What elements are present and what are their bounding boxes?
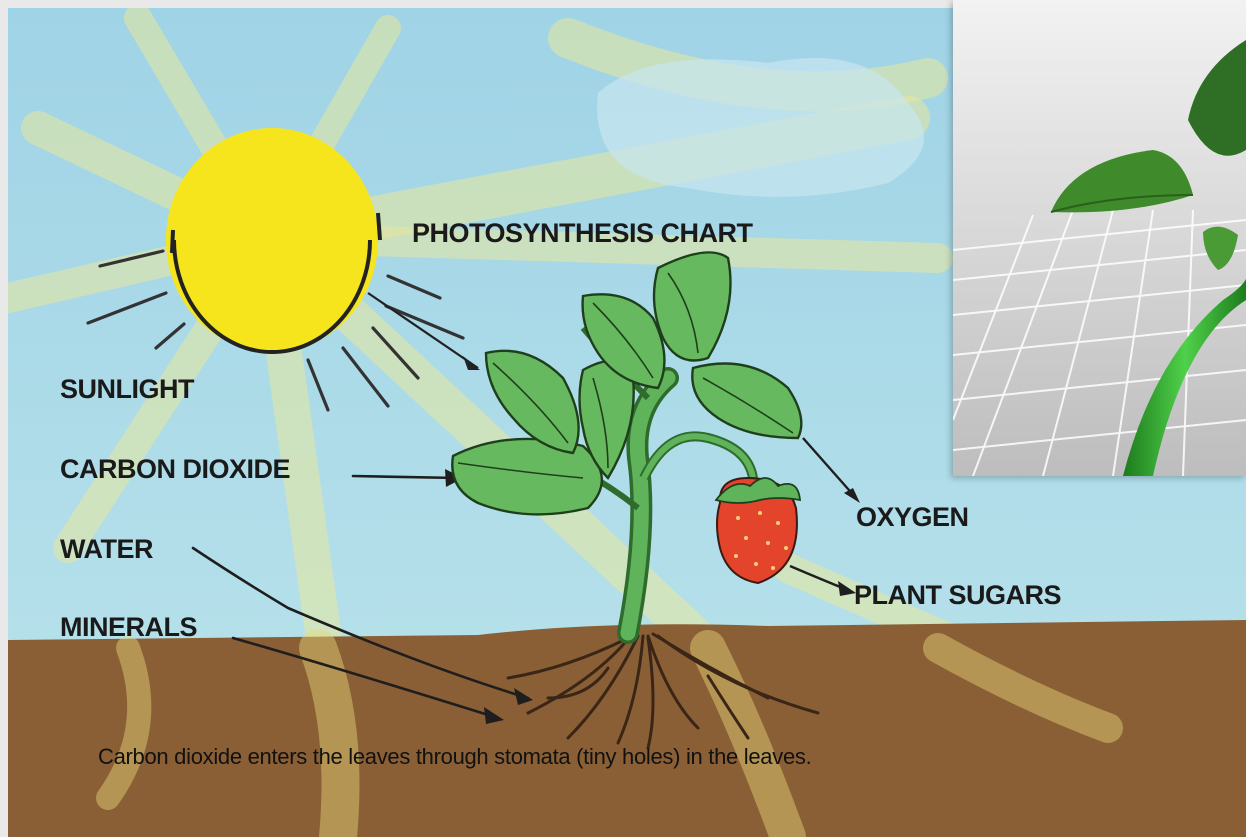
diagram-caption: Carbon dioxide enters the leaves through… — [98, 744, 811, 770]
soil-ground — [8, 620, 1246, 837]
inset-background — [953, 0, 1246, 476]
seedling-illustration — [953, 0, 1246, 476]
label-carbon-dioxide: CARBON DIOXIDE — [60, 454, 290, 485]
label-sunlight: SUNLIGHT — [60, 374, 194, 405]
chart-title: PHOTOSYNTHESIS CHART — [412, 218, 753, 249]
seedling-inset-image — [953, 0, 1246, 476]
cloud — [597, 58, 924, 197]
label-minerals: MINERALS — [60, 612, 197, 643]
label-oxygen: OXYGEN — [856, 502, 969, 533]
label-plant-sugars: PLANT SUGARS — [854, 580, 1061, 611]
label-water: WATER — [60, 534, 153, 565]
